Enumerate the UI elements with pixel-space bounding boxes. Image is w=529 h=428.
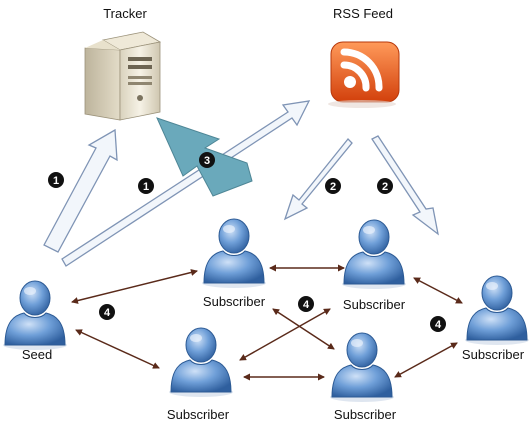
svg-text:4: 4: [303, 299, 310, 311]
subscriber-label: Subscriber: [202, 294, 266, 309]
person-icon: [329, 332, 395, 403]
svg-text:4: 4: [435, 319, 442, 331]
arrow-rss-to-sub2: [371, 135, 439, 236]
arrow-seed-to-rss: [61, 100, 311, 267]
link-sub2-sub4: [239, 308, 331, 361]
rss-feed-label: RSS Feed: [333, 6, 393, 21]
person-icon: [464, 275, 529, 346]
arrow-seed-to-tracker: [43, 128, 118, 253]
svg-text:4: 4: [104, 307, 111, 319]
person-icon: [201, 218, 267, 289]
subscriber-label: Subscriber: [461, 347, 525, 362]
step-badge: 1: [138, 178, 154, 194]
step-badge: 1: [48, 172, 64, 188]
step-badge: 2: [325, 178, 341, 194]
person-icon: [2, 280, 68, 351]
link-seed-sub4: [75, 329, 160, 369]
person-icon: [168, 327, 234, 398]
step-badge: 3: [199, 152, 215, 168]
link-sub2-sub3: [413, 277, 463, 304]
svg-text:3: 3: [204, 155, 210, 167]
server-icon: [84, 31, 162, 121]
person-icon: [341, 219, 407, 290]
svg-text:2: 2: [382, 181, 388, 193]
link-sub1-sub5: [272, 308, 335, 350]
svg-text:1: 1: [53, 175, 59, 187]
subscriber-label: Subscriber: [342, 297, 406, 312]
step-badge: 4: [99, 304, 115, 320]
svg-text:2: 2: [330, 181, 336, 193]
step-badge: 4: [298, 296, 314, 312]
svg-text:1: 1: [143, 181, 149, 193]
tracker-label: Tracker: [103, 6, 147, 21]
arrow-rss-to-sub1: [283, 138, 353, 221]
seed-label: Seed: [21, 347, 53, 362]
rss-icon: [328, 41, 400, 108]
subscriber-label: Subscriber: [333, 407, 397, 422]
link-sub5-sub3: [394, 342, 458, 378]
step-badge: 2: [377, 178, 393, 194]
subscriber-label: Subscriber: [166, 407, 230, 422]
step-badge: 4: [430, 316, 446, 332]
link-seed-sub1: [71, 269, 198, 304]
